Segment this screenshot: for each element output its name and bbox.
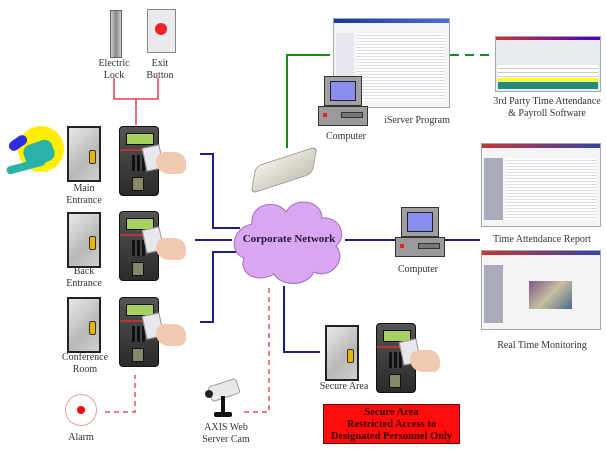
corporate-network-label: Corporate Network	[242, 233, 336, 245]
conference-room-door	[67, 297, 101, 353]
server-computer-label: Computer	[326, 131, 366, 142]
dashed-control-lines	[105, 286, 270, 413]
conference-room-reader	[119, 297, 159, 367]
hand-icon	[156, 238, 186, 260]
electric-lock-label: Electric Lock	[98, 58, 130, 81]
person-clipart-icon	[4, 124, 66, 186]
time-attendance-report-label: Time Attendance Report	[493, 234, 591, 245]
hand-icon	[156, 324, 186, 346]
network-lines	[195, 153, 480, 353]
secure-area-reader	[376, 323, 416, 393]
server-computer-icon	[318, 76, 368, 128]
secure-area-label: Secure Area	[319, 381, 369, 392]
web-camera-icon	[203, 377, 243, 420]
control-line-lock-exit	[113, 78, 159, 125]
corporate-network-cloud	[233, 201, 343, 284]
server-line	[286, 54, 495, 148]
iserver-program-screenshot	[333, 18, 450, 108]
camera-label: AXIS Web Server Cam	[202, 422, 250, 445]
router-icon	[250, 145, 318, 195]
real-time-monitoring-screenshot	[481, 250, 601, 330]
hand-icon	[156, 152, 186, 174]
conference-room-label: Conference Room	[61, 352, 109, 375]
hand-icon	[410, 350, 440, 372]
main-entrance-door	[67, 126, 101, 182]
main-entrance-label: Main Entrance	[66, 183, 102, 206]
alarm-label: Alarm	[68, 432, 94, 443]
iserver-program-label: iServer Program	[384, 115, 450, 126]
restricted-access-warning: Secure Area Restricted Access to Designa…	[323, 404, 460, 444]
back-entrance-label: Back Entrance	[66, 266, 102, 289]
back-entrance-door	[67, 212, 101, 268]
third-party-software-screenshot	[495, 36, 601, 92]
report-computer-icon	[395, 207, 445, 259]
alarm-icon	[65, 394, 97, 426]
third-party-software-label: 3rd Party Time Attendance & Payroll Soft…	[493, 96, 601, 119]
real-time-monitoring-label: Real Time Monitoring	[497, 340, 587, 351]
exit-button-icon	[147, 9, 176, 53]
report-computer-label: Computer	[398, 264, 438, 275]
exit-button-label: Exit Button	[146, 58, 174, 81]
time-attendance-report-screenshot	[481, 143, 601, 227]
electric-lock	[110, 10, 122, 58]
secure-area-door	[325, 325, 359, 381]
